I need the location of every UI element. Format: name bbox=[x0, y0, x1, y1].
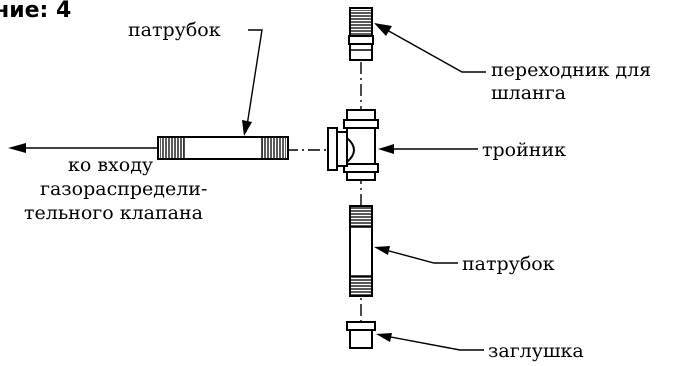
hose-adapter bbox=[348, 7, 374, 61]
label-pipe-top: патрубок bbox=[128, 19, 221, 41]
plug bbox=[346, 321, 376, 349]
label-inlet-1: ко входу bbox=[68, 154, 153, 176]
label-hose-adapter-1: переходник для bbox=[491, 59, 651, 81]
outlet-arrow bbox=[8, 143, 158, 153]
label-pipe-bottom: патрубок bbox=[462, 253, 555, 275]
leader-plug bbox=[376, 333, 484, 351]
label-plug: заглушка bbox=[488, 340, 584, 362]
label-inlet-2: газораспредели- bbox=[40, 178, 207, 200]
horizontal-pipe bbox=[157, 136, 289, 160]
leader-pipe-top bbox=[242, 29, 263, 136]
leader-pipe-bottom bbox=[374, 246, 458, 264]
leader-hose-adapter bbox=[374, 23, 486, 73]
leader-tee bbox=[378, 144, 478, 154]
label-tee: тройник bbox=[482, 139, 566, 161]
tee-fitting bbox=[327, 109, 379, 181]
label-inlet-3: тельного клапана bbox=[24, 202, 203, 224]
label-hose-adapter-2: шланга bbox=[491, 82, 566, 104]
figure-title: ние: 4 bbox=[0, 0, 71, 23]
vertical-pipe bbox=[349, 205, 373, 297]
